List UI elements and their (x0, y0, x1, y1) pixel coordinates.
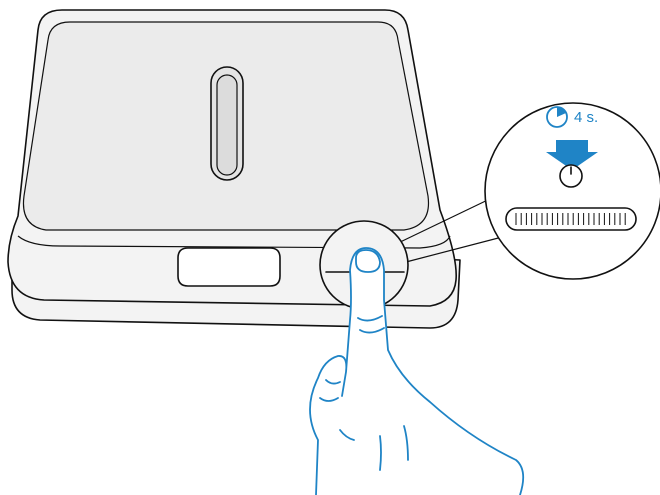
callout-circle (485, 103, 660, 279)
duration-label: 4 s. (574, 109, 598, 126)
front-button (178, 248, 280, 286)
top-slot-inner (217, 75, 237, 175)
callout: 4 s. (485, 103, 660, 279)
ribbed-button (506, 208, 636, 230)
